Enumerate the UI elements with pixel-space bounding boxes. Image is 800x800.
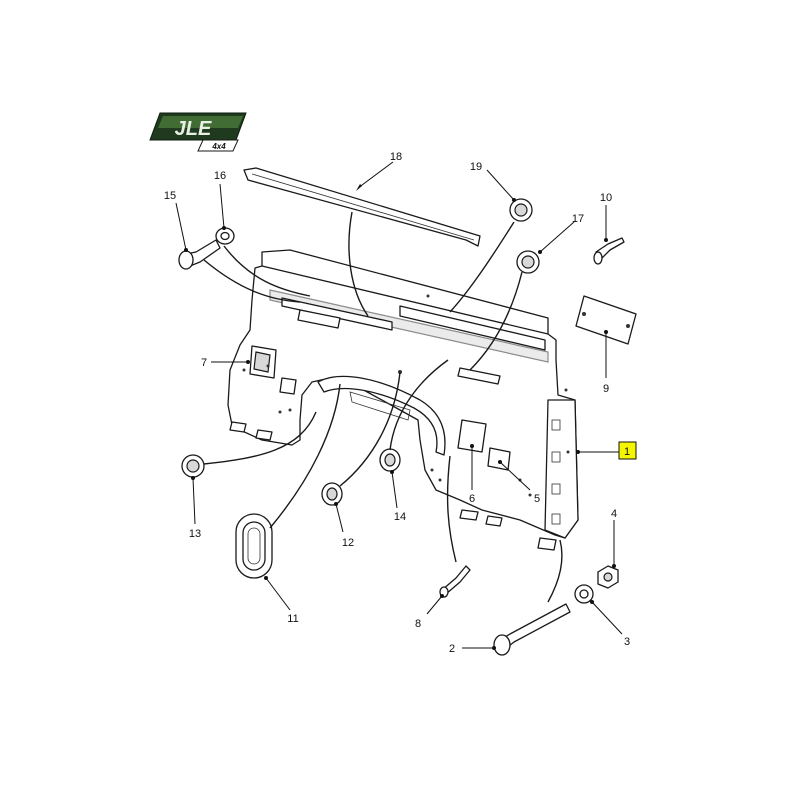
logo-text: JLE <box>175 118 212 140</box>
callout-5[interactable]: 5 <box>534 493 540 505</box>
leader-lines <box>175 161 623 649</box>
callout-labels: 1 2 3 4 5 6 7 8 9 10 11 12 13 14 15 16 1… <box>164 151 630 655</box>
assembly-curves <box>203 211 563 603</box>
seal-strip <box>243 167 481 247</box>
callout-16[interactable]: 16 <box>214 170 226 182</box>
callout-6[interactable]: 6 <box>469 493 475 505</box>
callout-3[interactable]: 3 <box>624 636 630 648</box>
rivet-10 <box>593 237 625 265</box>
jle-logo: JLE 4x4 <box>149 112 247 152</box>
logo-subtext: 4x4 <box>211 142 226 151</box>
callout-17[interactable]: 17 <box>572 213 584 225</box>
gasket-11 <box>235 513 273 579</box>
grommet-14 <box>379 448 401 472</box>
grommet-19 <box>509 198 533 222</box>
callout-14[interactable]: 14 <box>394 511 406 523</box>
callout-8[interactable]: 8 <box>415 618 421 630</box>
bulkhead-panel <box>227 249 579 551</box>
callout-15[interactable]: 15 <box>164 190 176 202</box>
callout-18[interactable]: 18 <box>390 151 402 163</box>
grommet-12 <box>321 482 343 506</box>
callout-1-highlight <box>618 441 637 460</box>
callout-7[interactable]: 7 <box>201 357 207 369</box>
bolt-2 <box>493 603 571 656</box>
callout-9[interactable]: 9 <box>603 383 609 395</box>
callout-13[interactable]: 13 <box>189 528 201 540</box>
grommet-13 <box>181 454 205 478</box>
rivet-8 <box>439 565 471 598</box>
plate-9 <box>575 295 637 345</box>
washer-16 <box>215 227 235 245</box>
callout-2[interactable]: 2 <box>449 643 455 655</box>
leader-dots <box>184 198 616 650</box>
callout-19[interactable]: 19 <box>470 161 482 173</box>
nut-4 <box>597 565 619 589</box>
bolt-15 <box>178 239 221 270</box>
callout-1[interactable]: 1 <box>624 446 630 458</box>
callout-10[interactable]: 10 <box>600 192 612 204</box>
callout-12[interactable]: 12 <box>342 537 354 549</box>
callout-4[interactable]: 4 <box>611 508 617 520</box>
grommet-17 <box>516 250 540 274</box>
callout-11[interactable]: 11 <box>287 613 298 625</box>
washer-3 <box>574 584 594 604</box>
